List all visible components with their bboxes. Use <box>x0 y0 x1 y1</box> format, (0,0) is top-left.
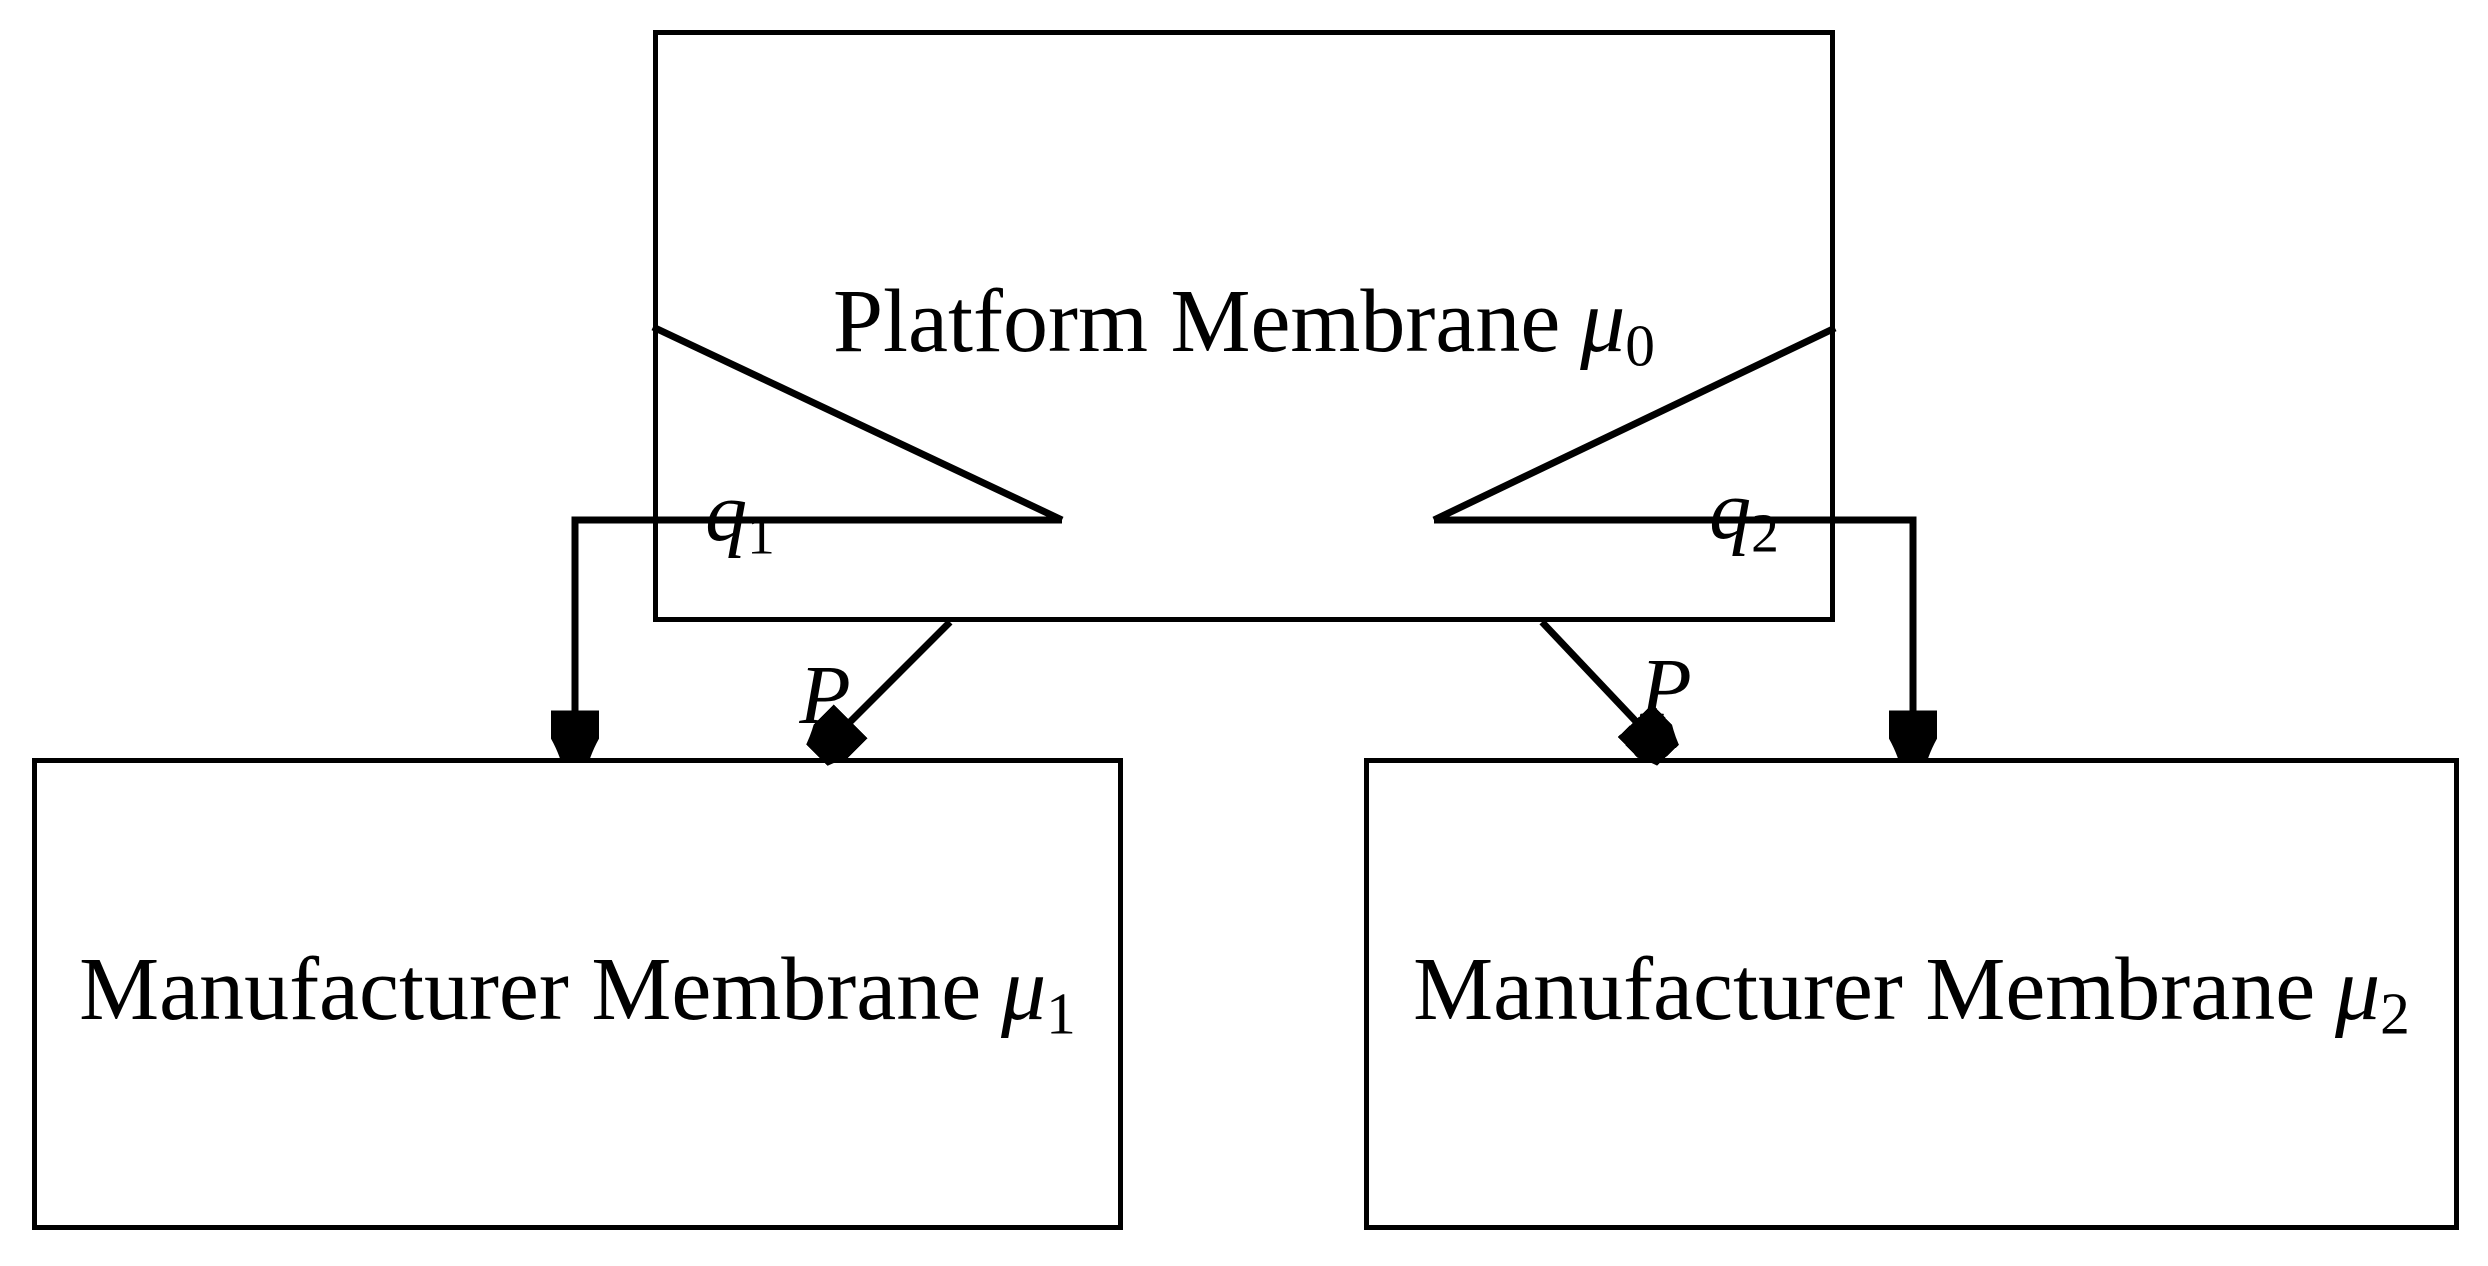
p-arrow-left <box>822 619 953 750</box>
mu-symbol: μ <box>1580 271 1626 371</box>
p-flow-label-left: P <box>799 649 851 742</box>
platform-membrane-label-text: Platform Membrane <box>833 271 1561 371</box>
manufacturer-membrane-1-label-text: Manufacturer Membrane <box>79 939 982 1039</box>
mu-subscript: 0 <box>1625 311 1655 378</box>
funnel-line-left <box>651 323 1064 524</box>
mu-symbol: μ <box>1000 939 1047 1039</box>
q1-symbol: q <box>705 466 748 560</box>
manufacturer-membrane-2-label-text: Manufacturer Membrane <box>1413 939 2316 1039</box>
q2-flow-label: q2 <box>1709 469 1779 561</box>
q1-subscript: 1 <box>747 504 775 566</box>
mu-subscript: 2 <box>2380 979 2410 1046</box>
funnel-line-right <box>1432 324 1837 524</box>
q1-flow-label: q1 <box>705 471 775 563</box>
p-arrow-right <box>1539 619 1663 750</box>
q2-flow-arrow <box>1434 516 1913 751</box>
q1-flow-arrow <box>575 516 1062 751</box>
p-flow-label-right: P <box>1640 642 1692 735</box>
mu-subscript: 1 <box>1046 979 1076 1046</box>
mu-symbol: μ <box>2334 939 2381 1039</box>
q2-symbol: q <box>1709 464 1752 558</box>
q2-subscript: 2 <box>1751 502 1779 564</box>
